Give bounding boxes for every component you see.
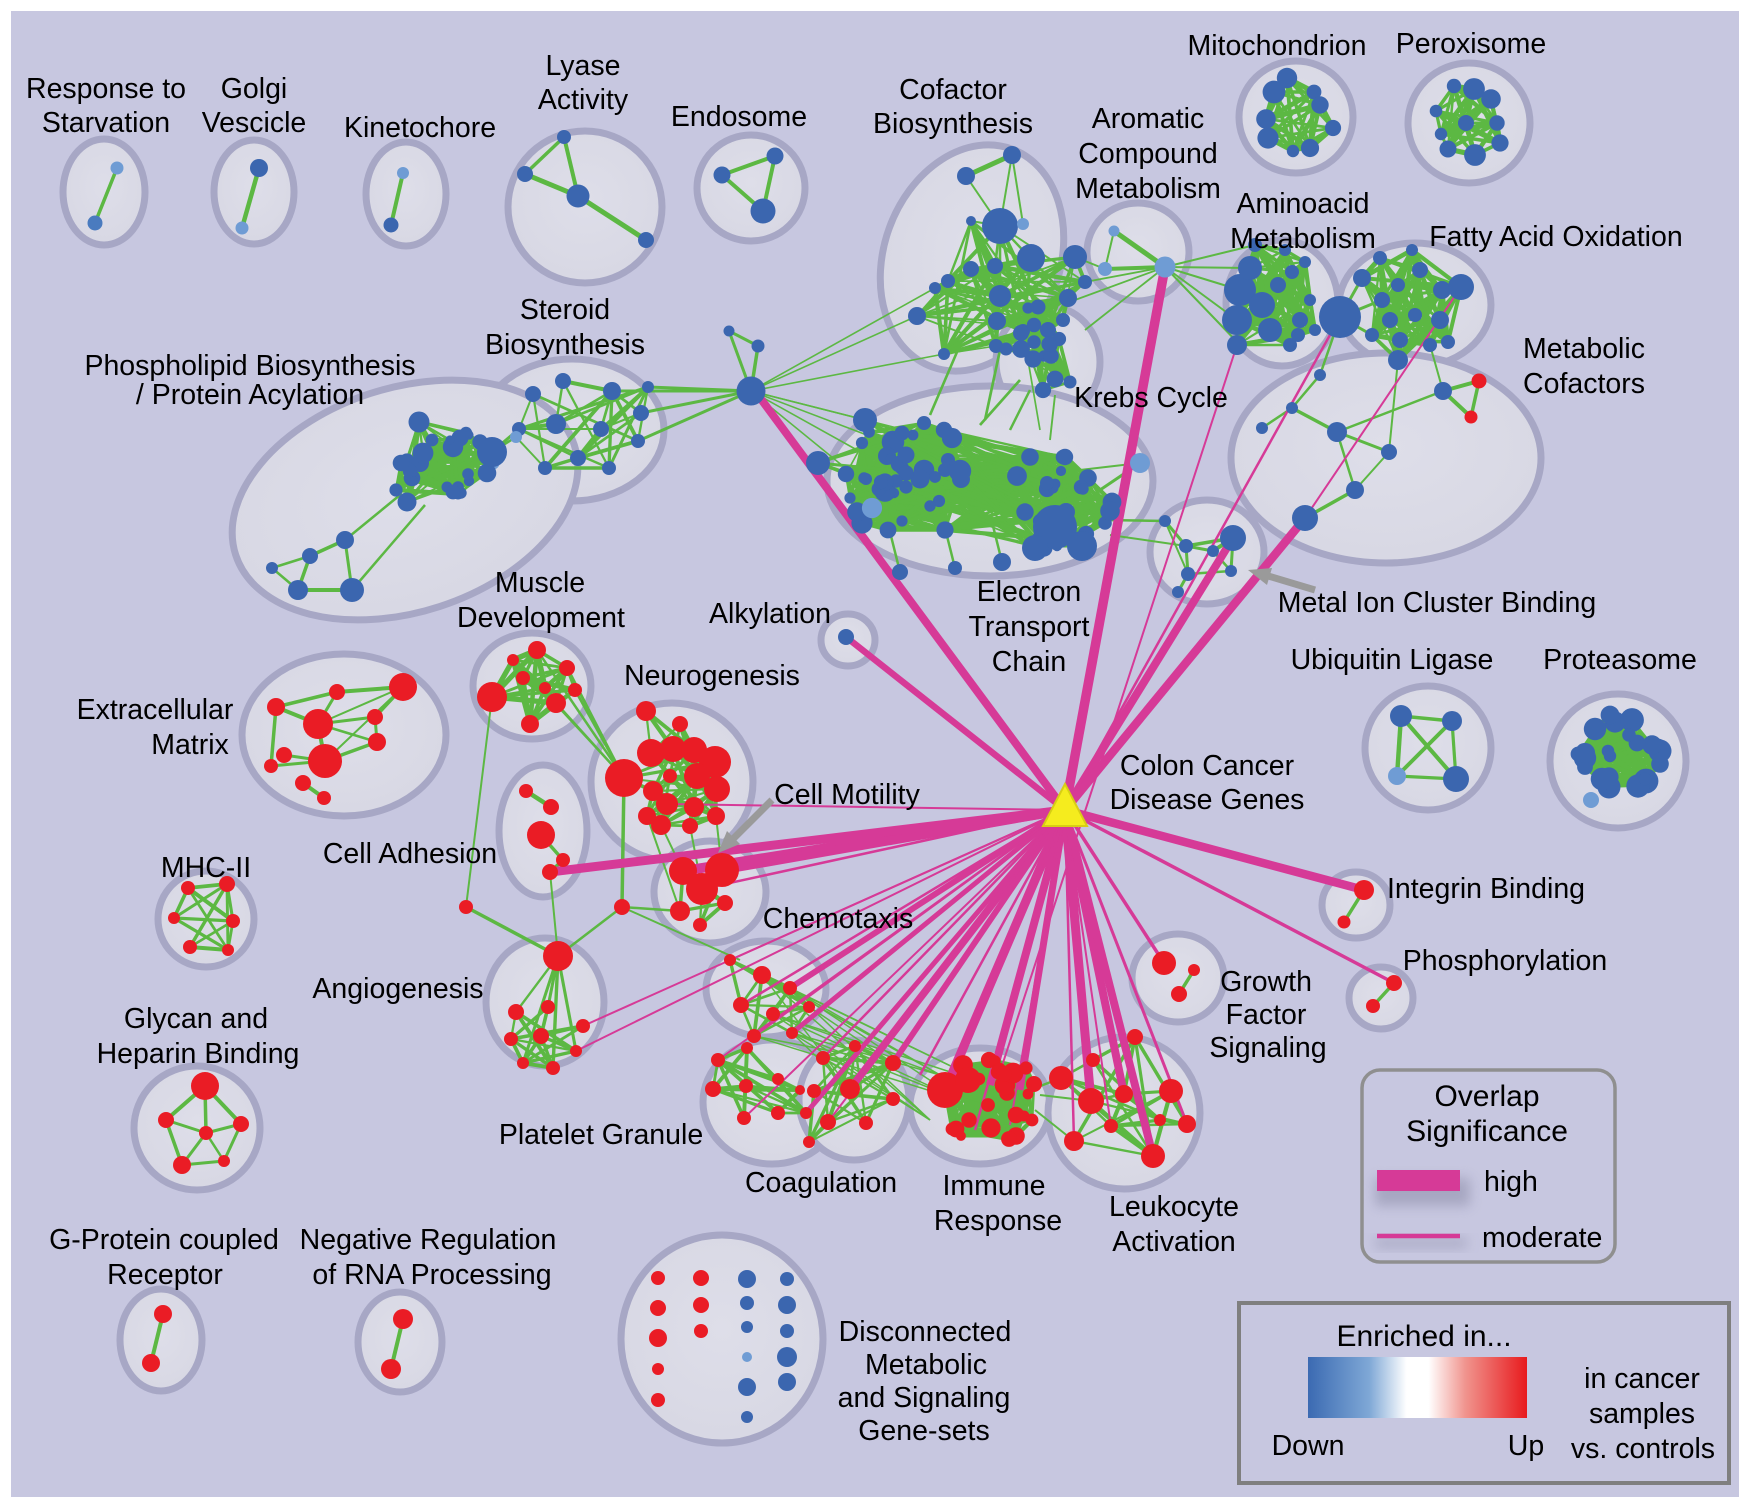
svg-text:Chain: Chain — [992, 646, 1066, 678]
svg-text:MHC-II: MHC-II — [161, 852, 251, 884]
svg-text:moderate: moderate — [1482, 1222, 1602, 1254]
svg-text:Steroid: Steroid — [520, 294, 610, 326]
svg-text:Cofactors: Cofactors — [1523, 368, 1645, 400]
svg-text:Fatty Acid Oxidation: Fatty Acid Oxidation — [1429, 221, 1682, 253]
svg-text:/ Protein Acylation: / Protein Acylation — [136, 379, 364, 411]
svg-text:Glycan and: Glycan and — [124, 1003, 268, 1035]
svg-text:Lyase: Lyase — [546, 50, 621, 82]
svg-text:Alkylation: Alkylation — [709, 598, 831, 630]
svg-text:Matrix: Matrix — [151, 729, 229, 761]
svg-text:Phosphorylation: Phosphorylation — [1403, 945, 1607, 977]
svg-text:Phospholipid Biosynthesis: Phospholipid Biosynthesis — [84, 350, 415, 382]
svg-text:Neurogenesis: Neurogenesis — [624, 660, 800, 692]
svg-text:Immune: Immune — [943, 1170, 1046, 1202]
svg-text:Colon Cancer: Colon Cancer — [1120, 750, 1295, 782]
svg-text:vs. controls: vs. controls — [1571, 1433, 1715, 1465]
svg-text:Leukocyte: Leukocyte — [1109, 1191, 1239, 1223]
svg-text:and Signaling: and Signaling — [838, 1382, 1011, 1414]
svg-text:Krebs Cycle: Krebs Cycle — [1074, 382, 1228, 414]
svg-text:Significance: Significance — [1406, 1115, 1568, 1148]
svg-text:Proteasome: Proteasome — [1543, 644, 1697, 676]
svg-text:Biosynthesis: Biosynthesis — [873, 108, 1033, 140]
svg-text:Activity: Activity — [538, 84, 629, 116]
svg-text:Response: Response — [934, 1205, 1062, 1237]
svg-text:Endosome: Endosome — [671, 101, 807, 133]
svg-text:Muscle: Muscle — [495, 567, 585, 599]
svg-text:Heparin Binding: Heparin Binding — [97, 1038, 300, 1070]
svg-text:in cancer: in cancer — [1584, 1363, 1700, 1395]
svg-text:Response to: Response to — [26, 73, 186, 105]
svg-text:Development: Development — [457, 602, 625, 634]
svg-text:Cofactor: Cofactor — [899, 74, 1007, 106]
svg-text:Activation: Activation — [1112, 1226, 1236, 1258]
svg-text:Metal Ion Cluster Binding: Metal Ion Cluster Binding — [1278, 587, 1596, 619]
svg-text:Metabolic: Metabolic — [865, 1349, 987, 1381]
svg-text:Extracellular: Extracellular — [77, 694, 234, 726]
svg-text:Integrin Binding: Integrin Binding — [1387, 873, 1585, 905]
svg-text:Negative Regulation: Negative Regulation — [300, 1224, 557, 1256]
svg-text:G-Protein coupled: G-Protein coupled — [49, 1224, 279, 1256]
svg-text:Metabolism: Metabolism — [1075, 173, 1221, 205]
svg-text:Signaling: Signaling — [1209, 1032, 1326, 1064]
svg-text:Starvation: Starvation — [42, 107, 170, 139]
svg-text:Electron: Electron — [977, 576, 1082, 608]
svg-text:Overlap: Overlap — [1434, 1080, 1539, 1113]
svg-text:Platelet Granule: Platelet Granule — [499, 1119, 703, 1151]
svg-text:Golgi: Golgi — [221, 73, 288, 105]
svg-text:Cell Motility: Cell Motility — [774, 779, 920, 811]
svg-text:Receptor: Receptor — [107, 1259, 223, 1291]
svg-text:Compound: Compound — [1078, 138, 1217, 170]
svg-text:Factor: Factor — [1226, 999, 1307, 1031]
svg-text:Chemotaxis: Chemotaxis — [763, 903, 913, 935]
svg-text:Disconnected: Disconnected — [839, 1316, 1012, 1348]
svg-text:samples: samples — [1589, 1398, 1695, 1430]
svg-text:Kinetochore: Kinetochore — [344, 112, 496, 144]
svg-text:of RNA Processing: of RNA Processing — [312, 1259, 551, 1291]
svg-text:Enriched in...: Enriched in... — [1336, 1320, 1511, 1353]
svg-text:Aminoacid: Aminoacid — [1236, 188, 1369, 220]
svg-text:Peroxisome: Peroxisome — [1396, 28, 1546, 60]
svg-text:Transport: Transport — [969, 611, 1090, 643]
svg-text:Mitochondrion: Mitochondrion — [1187, 30, 1366, 62]
svg-text:high: high — [1484, 1166, 1538, 1198]
svg-text:Cell Adhesion: Cell Adhesion — [323, 838, 497, 870]
svg-text:Angiogenesis: Angiogenesis — [312, 973, 483, 1005]
svg-text:Vescicle: Vescicle — [202, 107, 307, 139]
svg-text:Disease Genes: Disease Genes — [1110, 784, 1305, 816]
svg-text:Coagulation: Coagulation — [745, 1167, 897, 1199]
svg-text:Growth: Growth — [1220, 966, 1312, 998]
svg-text:Down: Down — [1272, 1430, 1345, 1462]
svg-text:Metabolic: Metabolic — [1523, 333, 1645, 365]
svg-text:Ubiquitin Ligase: Ubiquitin Ligase — [1291, 644, 1494, 676]
svg-text:Biosynthesis: Biosynthesis — [485, 329, 645, 361]
svg-text:Up: Up — [1508, 1430, 1544, 1462]
svg-text:Metabolism: Metabolism — [1230, 223, 1376, 255]
svg-text:Gene-sets: Gene-sets — [858, 1415, 989, 1447]
svg-text:Aromatic: Aromatic — [1092, 103, 1204, 135]
